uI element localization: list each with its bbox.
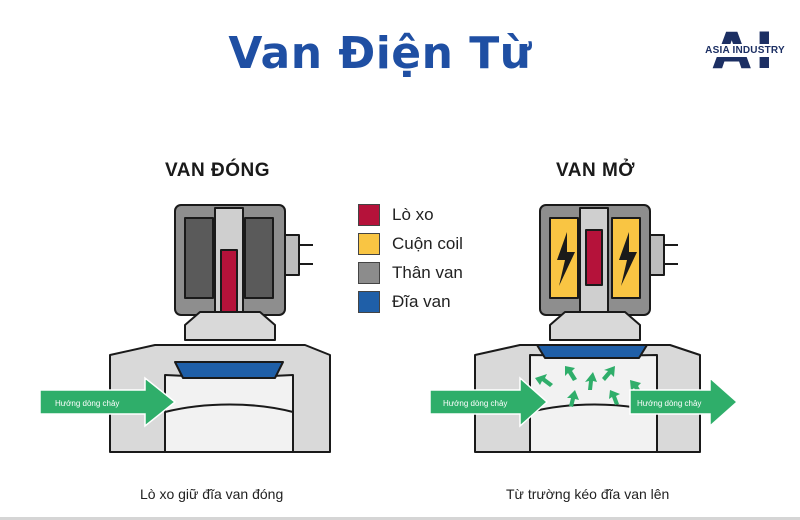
valve-seat [164, 403, 294, 413]
valve-disc-lifted [536, 344, 648, 359]
coil-left [184, 217, 214, 299]
closed-valve-heading: VAN ĐÓNG [165, 160, 270, 181]
logo-text: ASIA INDUSTRY [705, 45, 785, 56]
bottom-divider [0, 517, 800, 520]
page-title: Van Điện Từ [228, 28, 532, 79]
flow-label-out: Hướng dòng chảy [637, 399, 701, 408]
lightning-icon-right [619, 232, 637, 286]
flow-arrow-in [429, 376, 549, 428]
legend: Lò xo Cuộn coil Thân van Đĩa van [358, 200, 463, 316]
connector [649, 234, 665, 276]
lightning-icon-left [557, 232, 575, 286]
asia-industry-logo: AI ASIA INDUSTRY [700, 22, 790, 82]
legend-swatch [358, 203, 380, 226]
connector [284, 234, 300, 276]
legend-swatch [358, 261, 380, 284]
valve-disc [174, 361, 284, 379]
flow-arrow-out [629, 376, 739, 428]
spring-compressed [585, 229, 603, 286]
legend-label: Thân van [392, 262, 463, 282]
flow-arrow [39, 376, 177, 428]
connector-pins [299, 244, 313, 265]
bonnet [549, 311, 641, 341]
legend-swatch [358, 232, 380, 255]
legend-item-coil: Cuộn coil [358, 229, 463, 258]
legend-swatch [358, 290, 380, 313]
closed-valve-caption: Lò xo giữ đĩa van đóng [140, 486, 284, 502]
open-valve-caption: Từ trường kéo đĩa van lên [506, 486, 670, 502]
legend-label: Đĩa van [392, 291, 451, 311]
open-valve-heading: VAN MỞ [556, 160, 636, 181]
bonnet [184, 311, 276, 341]
legend-label: Cuộn coil [392, 233, 463, 253]
spring [220, 249, 238, 313]
flow-label-in: Hướng dòng chảy [443, 399, 507, 408]
flow-label: Hướng dòng chảy [55, 399, 119, 408]
coil-right [244, 217, 274, 299]
internal-flow-arrows [535, 366, 642, 407]
closed-valve-diagram: Hướng dòng chảy [39, 204, 331, 453]
legend-item-spring: Lò xo [358, 200, 463, 229]
logo-band [702, 44, 788, 57]
legend-item-body: Thân van [358, 258, 463, 287]
valve-cavity [164, 374, 294, 453]
connector-pins [664, 244, 678, 265]
legend-item-disc: Đĩa van [358, 287, 463, 316]
open-valve-diagram: Hướng dòng chảy Hướng dòng chảy [429, 204, 739, 453]
legend-label: Lò xo [392, 204, 434, 224]
